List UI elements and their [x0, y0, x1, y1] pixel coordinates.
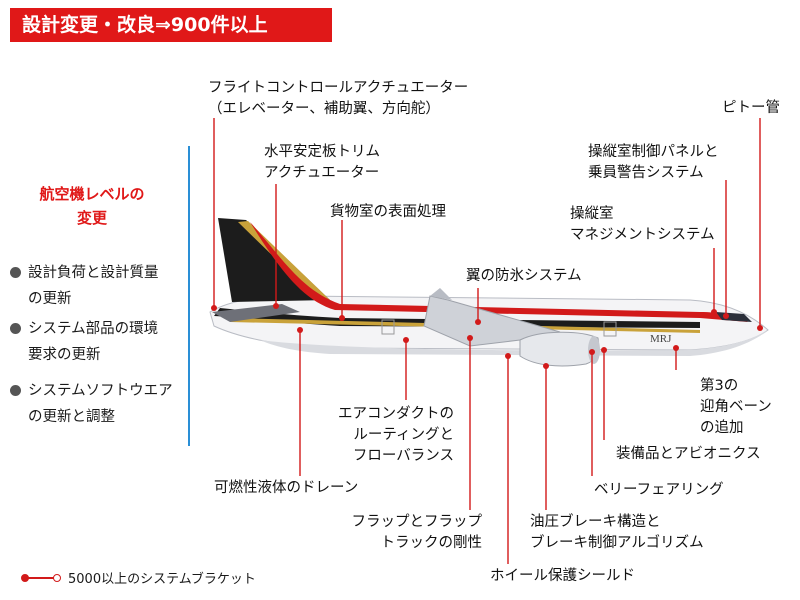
label-avionics: 装備品とアビオニクス	[616, 446, 761, 462]
bullet-dot-icon	[10, 323, 21, 334]
side-title-line1: 航空機レベルの	[39, 185, 145, 203]
label-flap: フラップとフラップ トラックの剛性	[351, 514, 483, 551]
bullet-item: システム部品の環境 要求の更新	[10, 316, 158, 368]
engine-nacelle	[519, 331, 600, 367]
leader-dot	[475, 319, 481, 325]
label-cockpit-management: 操縦室 マネジメントシステム	[570, 206, 715, 243]
bullet-dot-icon	[10, 267, 21, 278]
bullet-item: 設計負荷と設計質量 の更新	[10, 260, 159, 312]
bullet-dot-icon	[10, 385, 21, 396]
leader-dot	[211, 305, 217, 311]
leader-dot	[403, 337, 409, 343]
label-aoa-vane: 第3の 迎角ベーンの追加	[700, 378, 772, 436]
cabin-door	[603, 321, 617, 337]
tail-fin-gold	[238, 221, 330, 300]
leader-dot	[467, 335, 473, 341]
label-drain: 可燃性液体のドレーン	[214, 480, 359, 496]
legend: 5000以上のシステムブラケット	[21, 568, 256, 587]
aircraft-level-changes-title: 航空機レベルの 変更	[28, 182, 156, 230]
winglet	[430, 288, 452, 300]
label-belly-fairing: ベリーフェアリング	[594, 482, 724, 498]
section-divider	[188, 146, 190, 446]
label-air-duct: エアコンダクトの ルーティングと フローバランス	[338, 406, 454, 464]
bullet-text: 設計負荷と設計質量	[28, 265, 159, 281]
header-banner: 設計変更・改良⇒900件以上	[10, 8, 332, 42]
leader-dot	[589, 349, 595, 355]
label-flight-control: フライトコントロールアクチュエーター （エレベーター、補助翼、方向舵）	[208, 80, 469, 117]
label-hydraulic-brake: 油圧ブレーキ構造と ブレーキ制御アルゴリズム	[530, 514, 704, 551]
bullet-item: システムソフトウエア の更新と調整	[10, 378, 173, 430]
bullet-text: の更新	[28, 291, 72, 307]
leader-dot	[723, 313, 729, 319]
label-cargo: 貨物室の表面処理	[330, 204, 446, 220]
label-anti-ice: 翼の防氷システム	[466, 268, 582, 284]
livery-red-stripe	[250, 222, 748, 322]
legend-line-icon	[21, 573, 61, 582]
leader-dot	[505, 353, 511, 359]
label-pitot: ピトー管	[722, 100, 780, 116]
leader-dot	[673, 345, 679, 351]
leader-dot	[297, 327, 303, 333]
leader-dot	[273, 303, 279, 309]
label-wheel-shield: ホイール保護シールド	[490, 568, 635, 584]
leader-dot	[339, 315, 345, 321]
legend-text: 5000以上のシステムブラケット	[68, 572, 256, 587]
horizontal-stabilizer	[212, 304, 300, 322]
cabin-door	[381, 319, 395, 335]
bullet-text: システムソフトウエア	[28, 383, 173, 399]
bullet-text: 要求の更新	[28, 347, 101, 363]
fuselage-mark: MRJ	[650, 333, 672, 345]
label-cockpit-panel: 操縦室制御パネルと 乗員警告システム	[588, 144, 719, 181]
leader-dot	[543, 363, 549, 369]
leader-dot	[757, 325, 763, 331]
leader-dot	[711, 309, 717, 315]
bullet-text: の更新と調整	[28, 409, 115, 425]
side-title-line2: 変更	[76, 209, 107, 227]
bullet-text: システム部品の環境	[28, 321, 159, 337]
leader-dot	[601, 347, 607, 353]
label-stabilizer-trim: 水平安定板トリム アクチュエーター	[264, 144, 380, 181]
fuselage-belly	[260, 330, 768, 356]
